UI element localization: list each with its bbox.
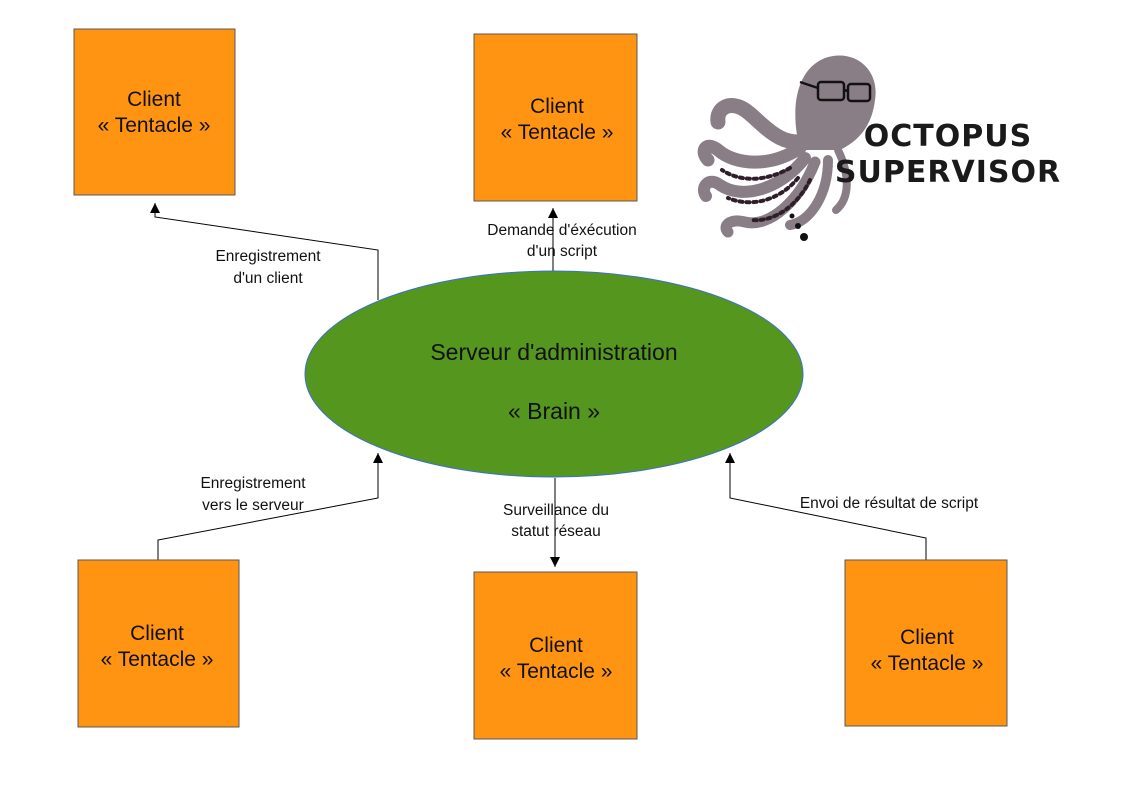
edge-register-client-line <box>150 203 379 300</box>
client-box <box>473 33 638 202</box>
edge-register-client-label-2: d'un client <box>233 270 303 287</box>
client-bottom-left: Client « Tentacle » <box>77 559 240 728</box>
client-bottom-right: Client « Tentacle » <box>844 559 1008 727</box>
octopus-logo: OCTOPUS SUPERVISOR <box>697 55 1061 241</box>
client-role: « Tentacle » <box>500 660 613 683</box>
client-top-center: Client « Tentacle » <box>473 33 638 202</box>
client-top-left: Client « Tentacle » <box>73 28 236 196</box>
client-role: « Tentacle » <box>871 652 984 675</box>
edge-script-result-line <box>725 453 927 560</box>
client-bottom-center: Client « Tentacle » <box>473 571 638 740</box>
edge-exec-request-label-1: Demande d'éxécution <box>487 222 636 239</box>
client-label: Client <box>530 95 584 118</box>
edge-register-server-label-1: Enregistrement <box>200 475 306 492</box>
client-role: « Tentacle » <box>501 121 614 144</box>
client-role: « Tentacle » <box>98 114 211 137</box>
logo-subtitle: SUPERVISOR <box>835 155 1061 190</box>
client-label: Client <box>127 88 181 111</box>
client-box <box>73 28 236 196</box>
client-box <box>77 559 240 728</box>
connectors <box>150 203 927 567</box>
client-role: « Tentacle » <box>101 648 214 671</box>
edge-script-result-label: Envoi de résultat de script <box>800 495 979 512</box>
edge-network-watch-label-1: Surveillance du <box>503 502 609 519</box>
server-node: Serveur d'administration « Brain » <box>304 270 804 478</box>
edge-register-client-label-1: Enregistrement <box>215 248 321 265</box>
client-box <box>844 559 1008 727</box>
client-label: Client <box>529 634 583 657</box>
client-label: Client <box>900 626 954 649</box>
edge-register-server-label-2: vers le serveur <box>202 497 304 514</box>
client-box <box>473 571 638 740</box>
server-ellipse <box>304 270 804 478</box>
edge-labels: Enregistrement d'un client Demande d'éxé… <box>200 222 978 540</box>
edge-register-server-line <box>157 453 383 560</box>
server-title: Serveur d'administration <box>430 339 677 365</box>
client-label: Client <box>130 622 184 645</box>
edge-exec-request-label-2: d'un script <box>527 243 598 260</box>
server-subtitle: « Brain » <box>508 398 600 424</box>
logo-title: OCTOPUS <box>864 119 1032 154</box>
octopus-icon <box>697 55 876 241</box>
edge-network-watch-label-2: statut réseau <box>511 523 601 540</box>
